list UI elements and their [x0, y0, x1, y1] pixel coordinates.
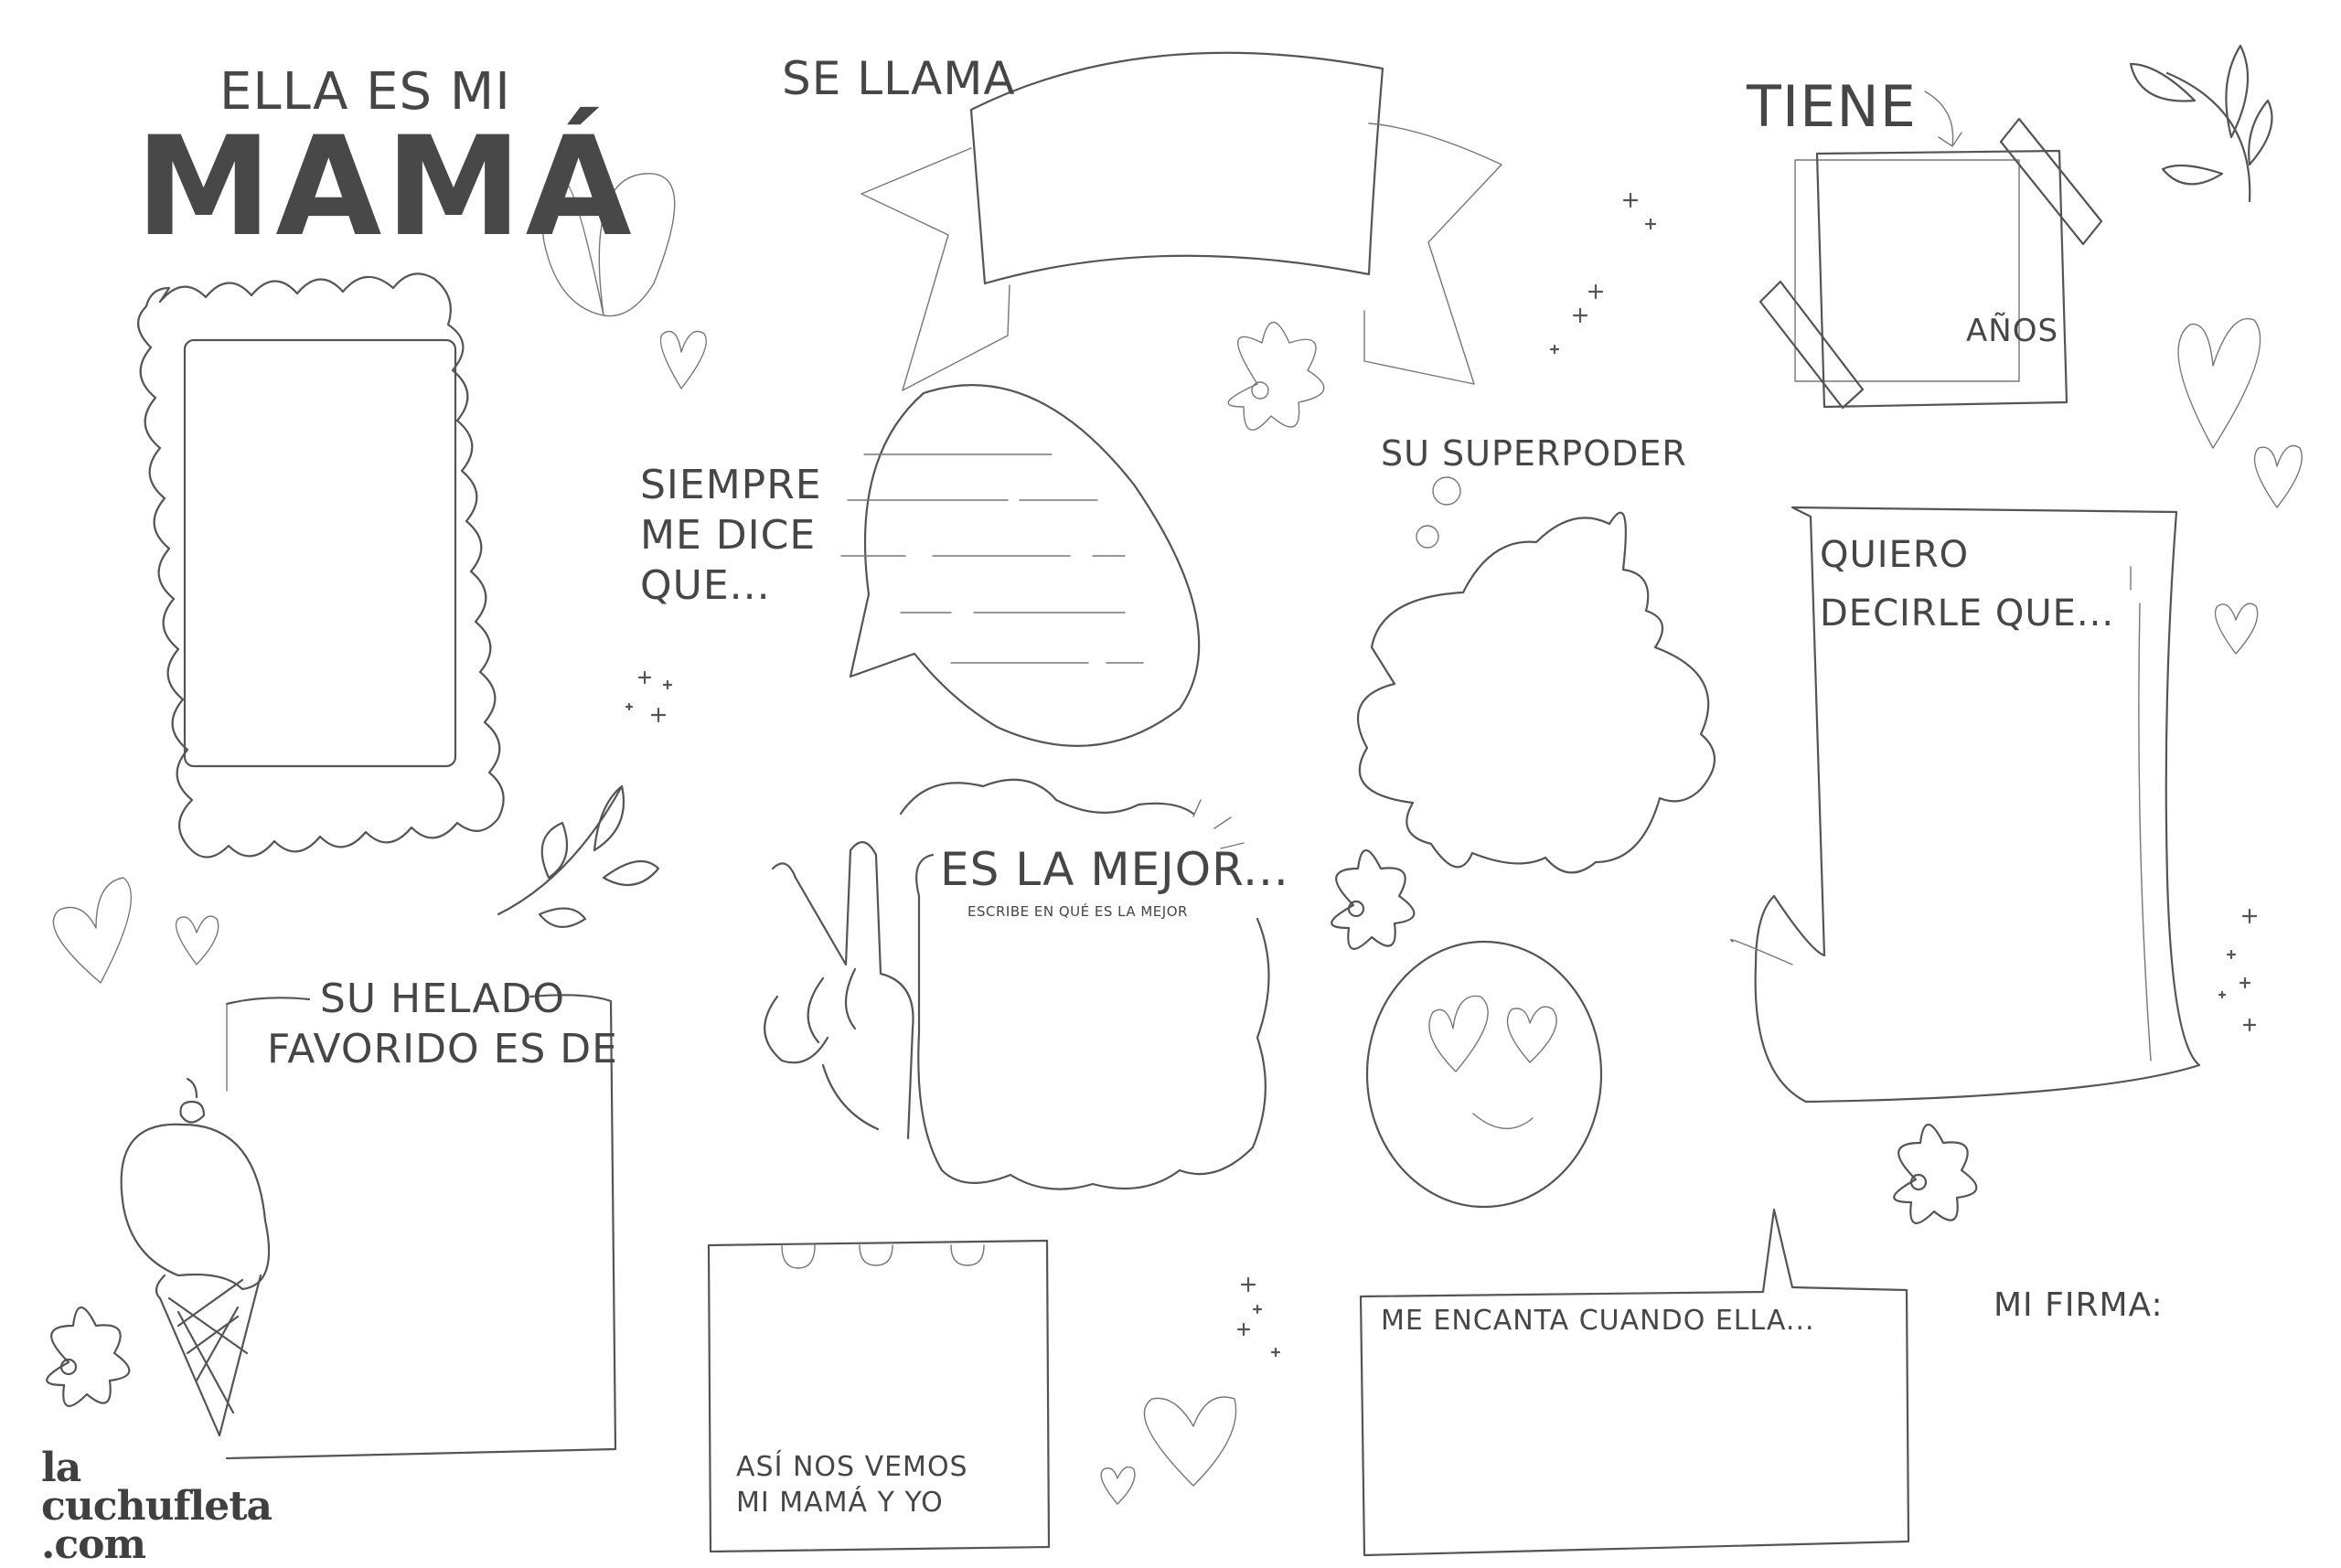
flower-icon — [1331, 849, 1416, 950]
heart-icon — [2177, 318, 2261, 449]
brand-line-3: .com — [41, 1520, 146, 1568]
always-says-input[interactable] — [841, 434, 1134, 681]
heart-eyes-emoji-icon — [1365, 940, 1603, 1209]
flower-icon — [46, 1307, 131, 1407]
want-to-say-label: QUIERO DECIRLE QUE... — [1820, 526, 2114, 643]
sparkle-icon — [1236, 1276, 1281, 1358]
sparkle-icon — [625, 670, 673, 723]
want-to-say-line-2: DECIRLE QUE... — [1820, 592, 2115, 635]
brand-line-2: cuchufleta — [41, 1482, 273, 1530]
heart-icon — [175, 915, 219, 965]
name-label: SE LLAMA — [782, 52, 1016, 105]
heart-icon — [1100, 1466, 1136, 1505]
peace-hand-icon — [764, 841, 914, 1140]
together-line-1: ASÍ NOS VEMOS — [736, 1451, 968, 1483]
sparkle-icon — [2218, 908, 2258, 1032]
name-input[interactable] — [992, 128, 1362, 230]
photo-frame-area[interactable] — [187, 343, 453, 763]
ice-cream-input[interactable] — [274, 1097, 604, 1435]
brand-logo: la cuchufleta .com — [41, 1445, 273, 1568]
always-says-line-3: QUE... — [640, 562, 771, 609]
arrow-icon — [1924, 91, 1962, 147]
superpower-input[interactable] — [1390, 603, 1655, 814]
superpower-label: SU SUPERPODER — [1381, 433, 1687, 474]
page-title: MAMÁ — [135, 108, 636, 267]
always-says-line-2: ME DICE — [640, 512, 817, 559]
heart-icon — [52, 877, 133, 984]
brand-line-1: la — [41, 1445, 81, 1491]
ice-cream-label: SU HELADO FAVORIDO ES DE — [267, 974, 618, 1074]
best-at-hint: ESCRIBE EN QUÉ ES LA MEJOR — [967, 903, 1188, 920]
want-to-say-line-1: QUIERO — [1820, 534, 1970, 576]
together-photo-area[interactable] — [722, 1275, 1033, 1445]
ice-cream-line-2: FAVORIDO ES DE — [267, 1026, 618, 1072]
sparkle-icon — [1549, 192, 1657, 355]
signature-input[interactable] — [1994, 1335, 2304, 1518]
ice-cream-icon — [120, 1077, 271, 1437]
heart-icon — [1143, 1396, 1237, 1487]
age-label: TIENE — [1747, 73, 1917, 140]
always-says-line-1: SIEMPRE — [640, 462, 822, 508]
leaf-branch-icon — [2129, 44, 2273, 203]
heart-icon — [2214, 603, 2259, 655]
ice-cream-line-1: SU HELADO — [319, 976, 566, 1022]
flower-icon — [1893, 1124, 1978, 1224]
age-input[interactable] — [1829, 183, 2034, 304]
best-at-input[interactable] — [942, 933, 1244, 1152]
together-line-2: MI MAMÁ Y YO — [736, 1487, 944, 1519]
best-at-label: ES LA MEJOR... — [940, 843, 1289, 896]
age-unit: AÑOS — [1966, 313, 2059, 349]
always-says-label: SIEMPRE ME DICE QUE... — [640, 460, 822, 611]
heart-icon — [659, 330, 707, 389]
flower-icon — [1227, 322, 1325, 431]
leaf-branch-icon — [497, 784, 660, 928]
heart-icon — [2253, 444, 2303, 508]
pre-title: ELLA ES MI — [219, 62, 511, 122]
together-label: ASÍ NOS VEMOS MI MAMÁ Y YO — [736, 1449, 968, 1520]
signature-label: MI FIRMA: — [1994, 1286, 2164, 1324]
love-when-label: ME ENCANTA CUANDO ELLA... — [1381, 1305, 1815, 1337]
love-when-input[interactable] — [1376, 1349, 1888, 1531]
want-to-say-input[interactable] — [1811, 658, 2140, 960]
